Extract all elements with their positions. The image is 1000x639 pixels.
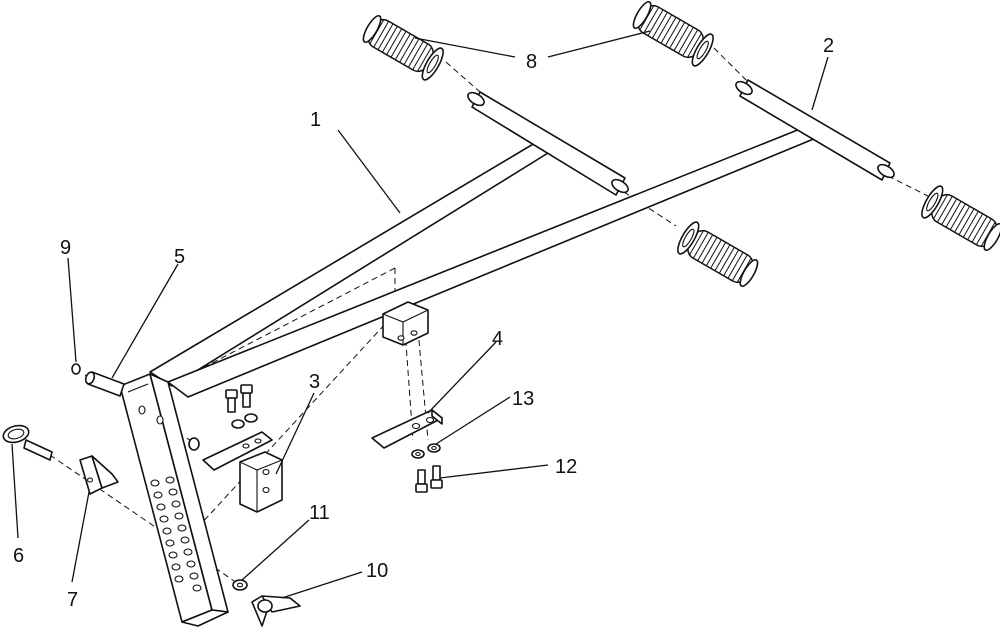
washer-11 [232,579,248,591]
callout-11: 11 [309,502,330,524]
callout-12: 12 [555,456,577,478]
callout-labels: 1 2 3 4 5 6 7 8 9 10 11 12 13 [13,35,834,611]
clip-ring-9 [71,363,81,375]
callout-5: 5 [174,246,185,268]
column-adjustment-holes [138,405,202,592]
frame-mount-block [382,301,429,346]
grip-top-right [632,0,714,67]
ring-pull-pin-6 [2,424,53,461]
bracket-assembly-3 [202,431,283,513]
crossbar-left [467,91,629,196]
crossbar-right [735,79,895,181]
leader-lines [11,30,829,599]
clamp-7 [79,455,119,495]
callout-7: 7 [67,589,78,611]
bracket-plate-4 [371,409,443,449]
callout-1: 1 [310,109,321,131]
grip-lower-right [921,185,1000,252]
adjustment-column [119,373,229,627]
callout-6: 6 [13,545,24,567]
wing-nut-10 [251,595,301,627]
bolts-12 [415,465,443,493]
callout-13: 13 [512,388,534,410]
grip-top-left [362,14,444,81]
pin-5 [84,371,125,397]
side-ring [188,437,200,451]
washers-13 [411,443,441,459]
callout-4: 4 [492,328,503,350]
callout-10: 10 [366,560,388,582]
callout-2: 2 [823,35,834,57]
callout-8: 8 [526,51,537,73]
callout-9: 9 [60,237,71,259]
grip-lower-left [677,221,759,288]
callout-3: 3 [309,371,320,393]
bracket-3-bolts [225,384,258,429]
